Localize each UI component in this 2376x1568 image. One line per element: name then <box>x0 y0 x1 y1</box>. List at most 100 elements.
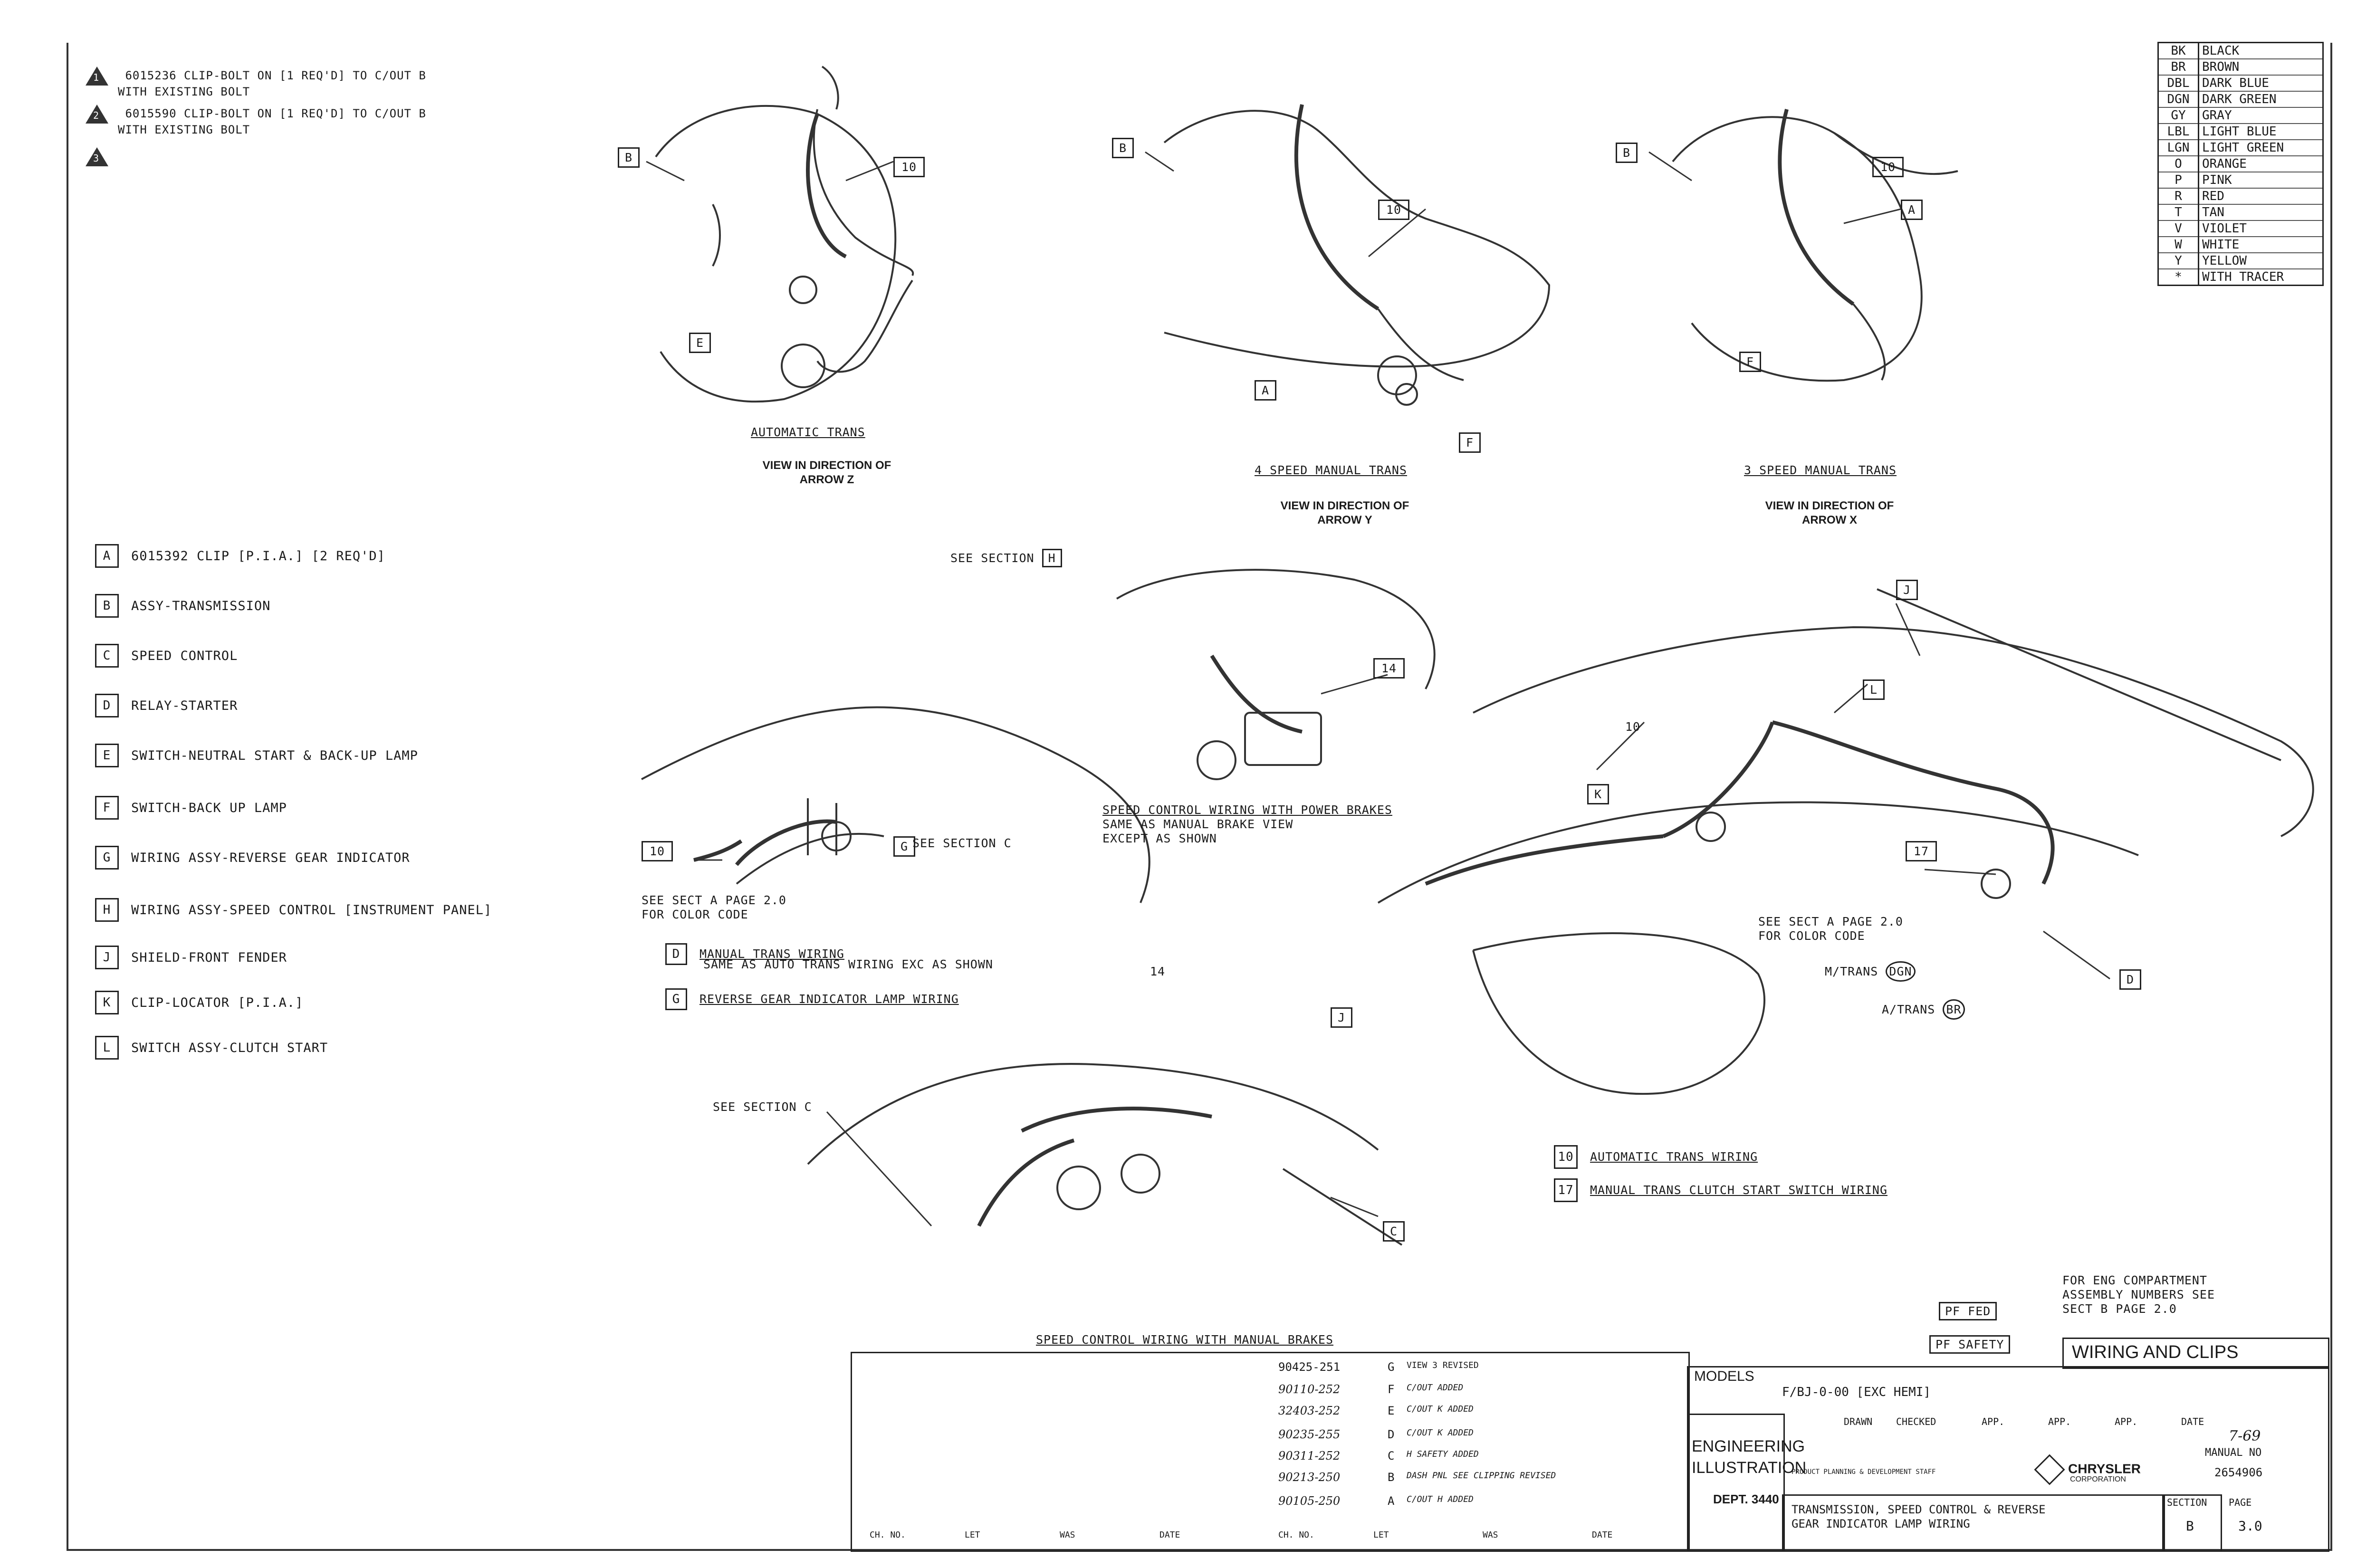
checked-label: CHECKED <box>1896 1416 1936 1427</box>
drawn-label: DRAWN <box>1844 1416 1873 1427</box>
auto-trans-caption: VIEW IN DIRECTION OF ARROW Z <box>762 459 891 486</box>
callout-b: B <box>1616 143 1638 163</box>
legend-item-k: K CLIP-LOCATOR [P.I.A.] <box>95 988 303 1017</box>
callout-b: B <box>618 147 640 168</box>
section-value: B <box>2186 1518 2194 1534</box>
legend-label: SPEED CONTROL <box>131 648 238 663</box>
section-label: SECTION <box>2167 1497 2207 1508</box>
revision-no: 90213-250 <box>1278 1471 1341 1484</box>
legend-key: D <box>95 694 119 717</box>
legend-label: WIRING ASSY-REVERSE GEAR INDICATOR <box>131 850 410 865</box>
legend-key: C <box>95 644 119 668</box>
manual-no-label: MANUAL NO <box>2205 1447 2262 1459</box>
chrysler-logo: CHRYSLER <box>2034 1454 2141 1485</box>
dept-box <box>1687 1414 1785 1552</box>
callout-d: D <box>2119 969 2142 990</box>
see-sect-a-2: FOR COLOR CODE <box>642 908 748 921</box>
revision-header: LET <box>1373 1530 1389 1540</box>
legend-label: SWITCH ASSY-CLUTCH START <box>131 1040 328 1055</box>
revision-desc: C/OUT K ADDED <box>1407 1428 1474 1438</box>
revision-no: 90105-250 <box>1278 1494 1341 1508</box>
callout-10: 10 <box>642 841 673 861</box>
callout-b: B <box>1112 138 1134 158</box>
note-1: 1 6015236 CLIP-BOLT ON [1 REQ'D] TO C/OU… <box>86 67 426 98</box>
callout-14: 14 <box>1373 658 1405 679</box>
desc-line-2: GEAR INDICATOR LAMP WIRING <box>1792 1517 1970 1530</box>
section-box <box>2162 1494 2222 1552</box>
legend-item-d: D RELAY-STARTER <box>95 691 238 720</box>
legend-key: K <box>95 991 119 1014</box>
pf-safety: PF SAFETY <box>1929 1335 2011 1354</box>
models-label: MODELS <box>1694 1368 1754 1384</box>
see-section-h: SEE SECTION H <box>950 549 1062 567</box>
revision-desc: C/OUT H ADDED <box>1407 1494 1474 1504</box>
app-label: APP. <box>2115 1416 2138 1427</box>
models-value: F/BJ-0-00 [EXC HEMI] <box>1782 1385 1931 1399</box>
speed-control-manual-brakes: SPEED CONTROL WIRING WITH MANUAL BRAKES <box>1036 1333 1333 1347</box>
legend-key: G <box>95 846 119 870</box>
see-sect-a-1: SEE SECT A PAGE 2.0 <box>642 893 786 907</box>
pentastar-icon <box>2034 1454 2065 1485</box>
note-1-line1: 6015236 CLIP-BOLT ON [1 REQ'D] TO C/OUT … <box>125 69 426 82</box>
callout-a: A <box>1901 200 1923 220</box>
note-triangle-icon: 2 <box>86 105 108 124</box>
callout-g: G <box>893 836 916 857</box>
legend-key: L <box>95 1036 119 1060</box>
dept-number: DEPT. 3440 <box>1713 1492 1779 1506</box>
callout-f: F <box>1459 432 1481 453</box>
see-sect-a-4: FOR COLOR CODE <box>1758 929 1865 943</box>
revision-letter: C <box>1388 1449 1395 1463</box>
revision-no: 90110-252 <box>1278 1383 1341 1396</box>
m-trans-label: M/TRANS DGN <box>1825 961 1916 982</box>
auto-trans-title: AUTOMATIC TRANS <box>751 425 865 439</box>
four-speed-manual-illustration <box>1163 104 1551 406</box>
drawing-border <box>67 43 2332 1551</box>
callout-10: 10 <box>1378 200 1410 220</box>
callout-10: 10 <box>893 157 925 177</box>
callout-10: 10 <box>1872 157 1904 177</box>
page-label: PAGE <box>2229 1497 2252 1508</box>
legend-label: CLIP-LOCATOR [P.I.A.] <box>131 995 304 1010</box>
callout-c: C <box>1383 1221 1405 1242</box>
revision-desc: C/OUT ADDED <box>1407 1383 1464 1393</box>
callout-a: A <box>1255 380 1277 401</box>
note-2: 2 6015590 CLIP-BOLT ON [1 REQ'D] TO C/OU… <box>86 105 426 136</box>
date-label: DATE <box>2181 1416 2204 1427</box>
revision-letter: B <box>1388 1471 1395 1484</box>
speed-control-power-brakes: SPEED CONTROL WIRING WITH POWER BRAKES <box>1102 803 1392 817</box>
page-value: 3.0 <box>2238 1518 2262 1534</box>
desc-line-1: TRANSMISSION, SPEED CONTROL & REVERSE <box>1792 1503 2046 1516</box>
legend-label: RELAY-STARTER <box>131 698 238 713</box>
callout-l: L <box>1863 679 1885 700</box>
revision-header: WAS <box>1483 1530 1498 1540</box>
eng-note-3: SECT B PAGE 2.0 <box>2062 1302 2177 1316</box>
legend-key: E <box>95 744 119 767</box>
speed-control-power-brakes-2: SAME AS MANUAL BRAKE VIEW <box>1102 817 1293 831</box>
title-block: 90425-251 G VIEW 3 REVISED 90110-252 F C… <box>851 1338 2329 1552</box>
revision-desc: DASH PNL SEE CLIPPING REVISED <box>1407 1471 1556 1481</box>
revision-desc: C/OUT K ADDED <box>1407 1404 1474 1414</box>
revision-header: DATE <box>1592 1530 1613 1540</box>
dept-name-2: ILLUSTRATION <box>1692 1459 1807 1477</box>
four-speed-caption: VIEW IN DIRECTION OF ARROW Y <box>1280 499 1409 526</box>
revision-no: 90311-252 <box>1278 1449 1341 1463</box>
legend-item-l: L SWITCH ASSY-CLUTCH START <box>95 1033 328 1062</box>
three-speed-manual-illustration <box>1672 108 1958 382</box>
power-brakes-illustration <box>1116 569 1436 780</box>
company-sub: CORPORATION <box>2070 1475 2126 1483</box>
callout-14: 14 <box>1150 965 1166 978</box>
note-triangle-icon: 1 <box>86 67 108 86</box>
note-2-line1: 6015590 CLIP-BOLT ON [1 REQ'D] TO C/OUT … <box>125 107 426 120</box>
